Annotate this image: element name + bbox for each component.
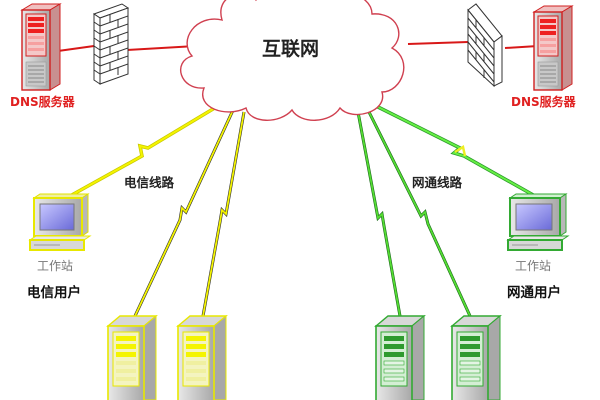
netcom-line-label: 网通线路 <box>412 175 463 190</box>
dns-server-right-label: DNS服务器 <box>511 95 576 109</box>
workstation-telecom-label: 工作站 <box>37 259 74 273</box>
workstation-netcom <box>506 193 570 251</box>
internet-label: 互联网 <box>262 38 320 60</box>
netcom-user-label: 网通用户 <box>507 285 561 301</box>
telecom-link-server-1 <box>133 107 236 317</box>
telecom-link-server-2 <box>201 111 246 317</box>
server-telecom-2 <box>176 314 228 400</box>
firewall-right <box>467 3 503 88</box>
firewall-left <box>92 3 130 85</box>
telecom-user-label: 电信用户 <box>27 285 81 301</box>
dns-link-right <box>407 41 539 49</box>
server-netcom-2 <box>450 314 502 400</box>
netcom-link-server-1 <box>356 111 402 317</box>
telecom-line-label: 电信线路 <box>124 175 175 190</box>
workstation-telecom <box>28 193 92 251</box>
internet-cloud <box>180 0 405 121</box>
netcom-link-server-2 <box>366 109 472 317</box>
telecom-link-workstation <box>69 98 229 198</box>
netcom-link-workstation <box>371 102 536 198</box>
server-telecom-1 <box>106 314 158 400</box>
dns-server-right <box>532 5 574 91</box>
server-netcom-1 <box>374 314 426 400</box>
workstation-netcom-label: 工作站 <box>515 259 552 273</box>
dns-link-left <box>57 45 197 52</box>
dns-server-left <box>20 3 62 91</box>
dns-server-left-label: DNS服务器 <box>10 95 75 109</box>
